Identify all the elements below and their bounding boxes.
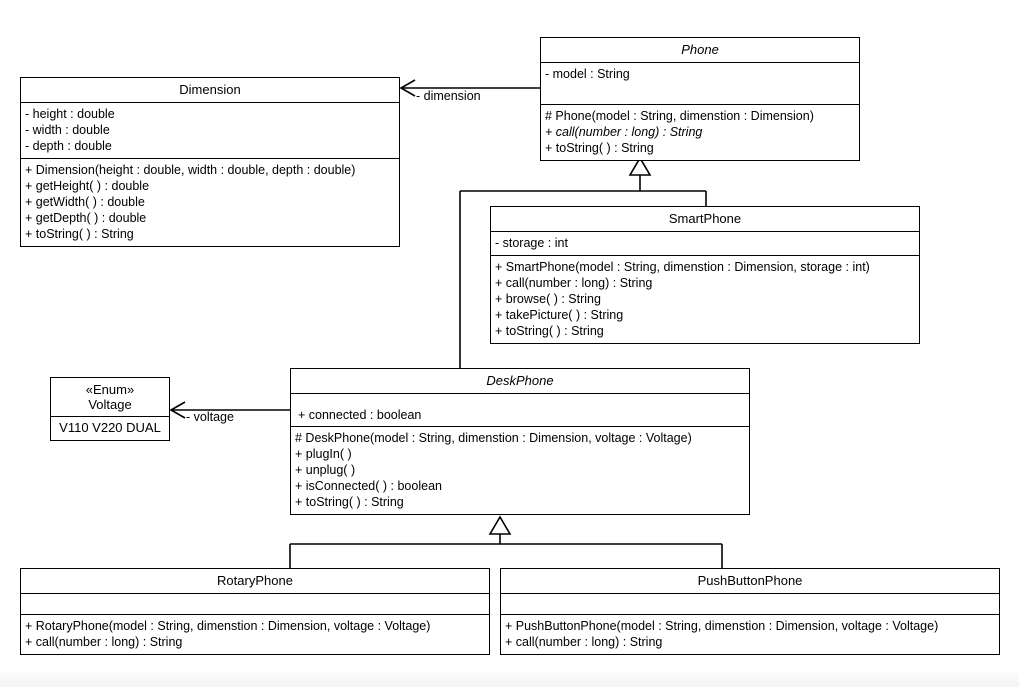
- class-box-dimension[interactable]: Dimension - height : double - width : do…: [20, 77, 400, 247]
- operation-row-abstract: + call(number : long) : String: [545, 125, 703, 139]
- operation-row: + getHeight( ) : double: [25, 179, 150, 193]
- operation-row: + toString( ) : String: [495, 324, 604, 338]
- operation-row: + browse( ) : String: [495, 292, 601, 306]
- bottom-fade-strip: [0, 668, 1019, 687]
- class-name-deskphone: DeskPhone: [291, 369, 749, 394]
- attribute-row: + connected : boolean: [298, 408, 422, 422]
- association-label-voltage: - voltage: [186, 410, 234, 424]
- attributes-compartment-rotaryphone: [21, 594, 489, 615]
- operation-row: + Dimension(height : double, width : dou…: [25, 163, 356, 177]
- enum-stereotype: «Enum»: [85, 382, 135, 397]
- enum-header-voltage: «Enum» Voltage: [51, 378, 169, 417]
- operations-compartment-phone: # Phone(model : String, dimenstion : Dim…: [541, 105, 859, 160]
- operation-row: + RotaryPhone(model : String, dimenstion…: [25, 619, 431, 633]
- attributes-compartment-dimension: - height : double - width : double - dep…: [21, 103, 399, 159]
- attribute-row: - storage : int: [495, 236, 568, 250]
- operation-row: + SmartPhone(model : String, dimenstion …: [495, 260, 870, 274]
- operation-row: + call(number : long) : String: [505, 635, 663, 649]
- attributes-compartment-pushbuttonphone: [501, 594, 999, 615]
- class-box-phone[interactable]: Phone - model : String # Phone(model : S…: [540, 37, 860, 161]
- attribute-row: - model : String: [545, 67, 630, 81]
- class-box-smartphone[interactable]: SmartPhone - storage : int + SmartPhone(…: [490, 206, 920, 344]
- class-box-pushbuttonphone[interactable]: PushButtonPhone + PushButtonPhone(model …: [500, 568, 1000, 655]
- class-name-rotaryphone: RotaryPhone: [21, 569, 489, 594]
- operation-row: # DeskPhone(model : String, dimenstion :…: [295, 431, 692, 445]
- class-name-smartphone: SmartPhone: [491, 207, 919, 232]
- attribute-row: - height : double: [25, 107, 115, 121]
- class-name-dimension: Dimension: [21, 78, 399, 103]
- association-label-dimension: - dimension: [416, 89, 481, 103]
- class-name-phone: Phone: [541, 38, 859, 63]
- class-box-rotaryphone[interactable]: RotaryPhone + RotaryPhone(model : String…: [20, 568, 490, 655]
- operation-row: + call(number : long) : String: [495, 276, 653, 290]
- operations-compartment-dimension: + Dimension(height : double, width : dou…: [21, 159, 399, 246]
- attributes-compartment-phone: - model : String: [541, 63, 859, 105]
- operation-row: + getWidth( ) : double: [25, 195, 145, 209]
- operations-compartment-pushbuttonphone: + PushButtonPhone(model : String, dimens…: [501, 615, 999, 654]
- enum-box-voltage[interactable]: «Enum» Voltage V110 V220 DUAL: [50, 377, 170, 441]
- class-box-deskphone[interactable]: DeskPhone + connected : boolean # DeskPh…: [290, 368, 750, 515]
- enum-name-voltage: Voltage: [88, 397, 132, 412]
- operation-row: + PushButtonPhone(model : String, dimens…: [505, 619, 939, 633]
- attributes-compartment-smartphone: - storage : int: [491, 232, 919, 256]
- attribute-row: - width : double: [25, 123, 110, 137]
- operation-row: # Phone(model : String, dimenstion : Dim…: [545, 109, 814, 123]
- operation-row: + getDepth( ) : double: [25, 211, 147, 225]
- attributes-compartment-deskphone: + connected : boolean: [291, 394, 749, 427]
- operation-row: + toString( ) : String: [545, 141, 654, 155]
- operations-compartment-smartphone: + SmartPhone(model : String, dimenstion …: [491, 256, 919, 343]
- operation-row: + toString( ) : String: [25, 227, 134, 241]
- operations-compartment-deskphone: # DeskPhone(model : String, dimenstion :…: [291, 427, 749, 514]
- operation-row: + toString( ) : String: [295, 495, 404, 509]
- operation-row: + plugIn( ): [295, 447, 352, 461]
- operation-row: + takePicture( ) : String: [495, 308, 624, 322]
- operation-row: + isConnected( ) : boolean: [295, 479, 442, 493]
- class-name-pushbuttonphone: PushButtonPhone: [501, 569, 999, 594]
- enum-values: V110 V220 DUAL: [59, 420, 161, 435]
- operation-row: + unplug( ): [295, 463, 356, 477]
- operation-row: + call(number : long) : String: [25, 635, 183, 649]
- generalization-to-deskphone: [289, 515, 723, 569]
- attribute-row: - depth : double: [25, 139, 112, 153]
- enum-values-compartment: V110 V220 DUAL: [51, 417, 169, 440]
- operations-compartment-rotaryphone: + RotaryPhone(model : String, dimenstion…: [21, 615, 489, 654]
